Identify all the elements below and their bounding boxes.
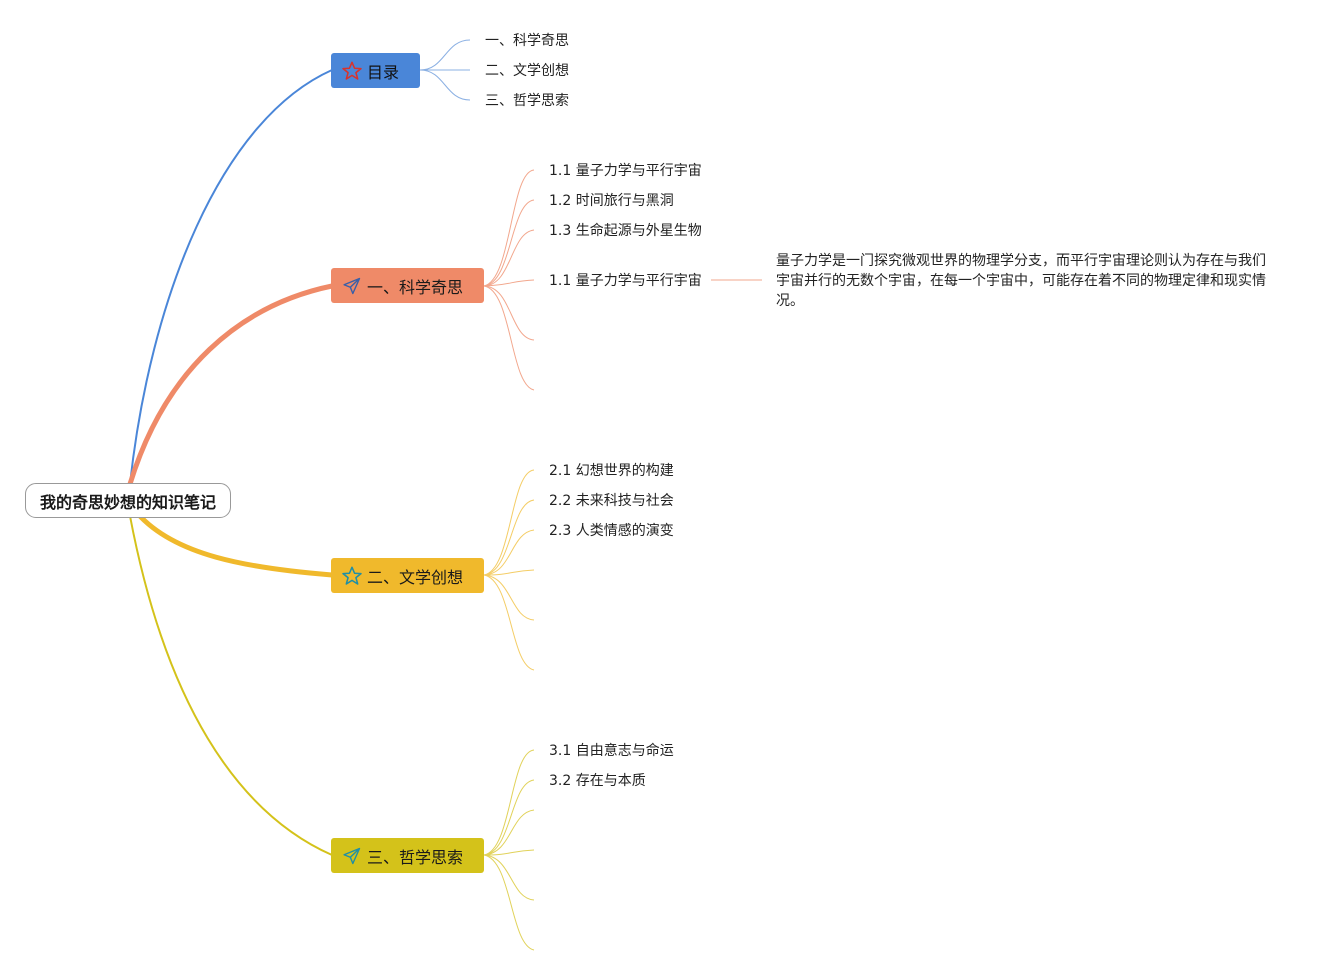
topic-toc-label: 目录 [367, 62, 400, 82]
connector-root-philosophy [129, 515, 333, 856]
star-icon [341, 565, 363, 587]
toc-item[interactable]: 三、哲学思索 [485, 93, 569, 109]
science-note-text: 量子力学是一门探究微观世界的物理学分支，而平行宇宙理论则认为存在与我们宇宙并行的… [776, 253, 1266, 309]
science-item[interactable]: 1.3 生命起源与外星生物 [549, 223, 702, 239]
literature-item[interactable]: 2.1 幻想世界的构建 [549, 463, 674, 479]
philosophy-item[interactable]: 3.2 存在与本质 [549, 773, 646, 789]
literature-item[interactable]: 2.3 人类情感的演变 [549, 523, 674, 539]
science-item[interactable]: 1.2 时间旅行与黑洞 [549, 193, 674, 209]
science-item[interactable]: 1.1 量子力学与平行宇宙 [549, 273, 702, 289]
topic-philosophy-label: 三、哲学思索 [367, 847, 464, 867]
toc-item[interactable]: 一、科学奇思 [485, 33, 569, 49]
literature-item[interactable]: 2.2 未来科技与社会 [549, 493, 674, 509]
topic-literature-label: 二、文学创想 [367, 567, 464, 587]
paper-plane-icon [341, 275, 363, 297]
topic-science-label: 一、科学奇思 [367, 277, 464, 297]
topic-science[interactable]: 一、科学奇思 [331, 268, 484, 303]
connector-root-literature [136, 512, 333, 578]
paper-plane-icon [341, 845, 363, 867]
connector-root-toc [129, 69, 333, 485]
philosophy-item[interactable]: 3.1 自由意志与命运 [549, 743, 674, 759]
science-item[interactable]: 1.1 量子力学与平行宇宙 [549, 163, 702, 179]
star-icon [341, 60, 363, 82]
philosophy-connectors [483, 749, 535, 951]
toc-connectors [419, 39, 471, 101]
topic-philosophy[interactable]: 三、哲学思索 [331, 838, 484, 873]
root-topic[interactable]: 我的奇思妙想的知识笔记 [25, 483, 231, 518]
topic-toc[interactable]: 目录 [331, 53, 420, 88]
root-topic-label: 我的奇思妙想的知识笔记 [39, 492, 216, 512]
topic-literature[interactable]: 二、文学创想 [331, 558, 484, 593]
literature-connectors [483, 469, 535, 671]
science-connectors [483, 169, 762, 391]
toc-item[interactable]: 二、文学创想 [485, 63, 569, 79]
connector-root-science [127, 283, 333, 485]
